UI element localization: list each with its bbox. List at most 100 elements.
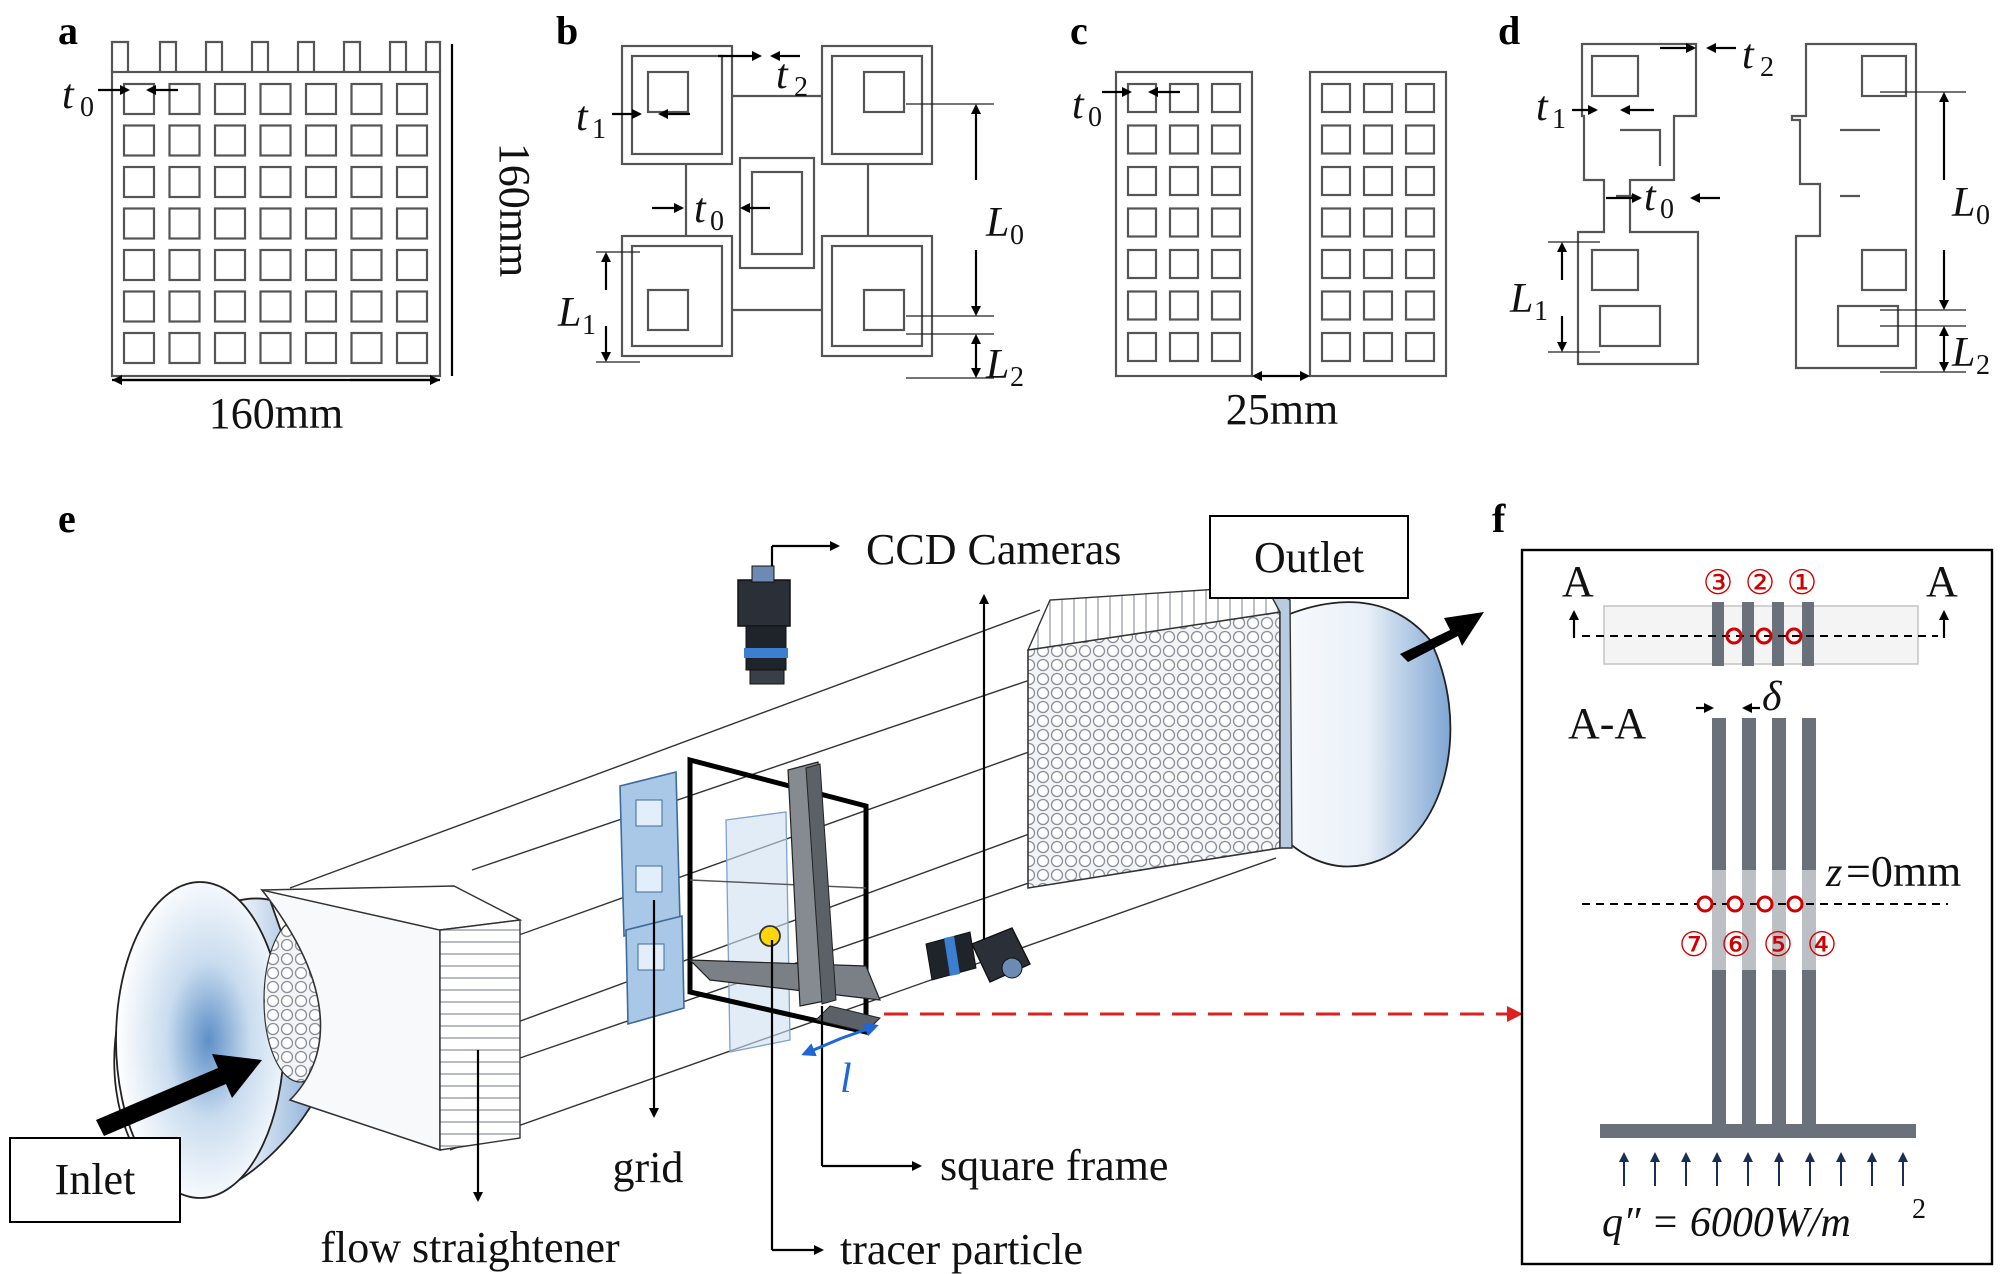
panel-d-t1-label: t bbox=[1536, 84, 1549, 130]
panel-d: d t 2 t 1 t bbox=[1498, 8, 1990, 381]
panel-b-t1-sub: 1 bbox=[592, 114, 606, 145]
point-3-label: ③ bbox=[1703, 563, 1733, 603]
grid-cell bbox=[1210, 165, 1242, 197]
section-marker-left: A bbox=[1562, 557, 1594, 606]
panel-d-L1-label: L bbox=[1509, 276, 1533, 322]
grid-cell bbox=[1126, 248, 1158, 280]
grid-cell bbox=[1362, 207, 1394, 238]
heat-flux-arrows bbox=[1619, 1152, 1908, 1186]
panel-b-L1-dim: L 1 bbox=[557, 251, 640, 363]
grid-cell bbox=[1404, 207, 1436, 238]
panel-a-width-label: 160mm bbox=[209, 389, 343, 438]
grid-cell bbox=[168, 207, 201, 240]
grid-label-group: grid bbox=[613, 900, 684, 1192]
grid-cell bbox=[1210, 248, 1242, 280]
panel-b-t1-dim: t 1 bbox=[576, 94, 690, 145]
grid-cell bbox=[1126, 165, 1158, 197]
grid-cell bbox=[1362, 290, 1394, 321]
panel-c-letter: c bbox=[1070, 8, 1088, 53]
grid-cell bbox=[122, 165, 156, 199]
outlet-label: Outlet bbox=[1254, 533, 1364, 582]
panel-d-t2-dim: t 2 bbox=[1660, 32, 1774, 83]
tracer-particle-label-group: tracer particle bbox=[770, 940, 1083, 1274]
grid-cell bbox=[1320, 248, 1352, 280]
grid-cell bbox=[1210, 207, 1242, 238]
grid-cell bbox=[259, 248, 292, 282]
grid-cell bbox=[122, 248, 156, 282]
inlet-bell bbox=[113, 881, 337, 1199]
ccd-camera-top bbox=[737, 565, 791, 685]
outlet-label-box: Outlet bbox=[1209, 515, 1409, 599]
l-label: l bbox=[840, 1056, 852, 1102]
panel-b-split-grid bbox=[620, 44, 934, 358]
grid-cell bbox=[395, 207, 429, 240]
z-label: z bbox=[1825, 850, 1842, 896]
grid-cell bbox=[1168, 248, 1200, 280]
grid-cell bbox=[304, 248, 338, 282]
panel-d-letter: d bbox=[1498, 8, 1520, 53]
grid-label: grid bbox=[613, 1143, 684, 1192]
l-dimension: l bbox=[801, 1023, 879, 1102]
panel-a-t0-sub: 0 bbox=[80, 92, 94, 123]
ccd-camera-side bbox=[925, 927, 1031, 983]
panel-b-t0-sub: 0 bbox=[710, 206, 724, 237]
panel-a-t0-label: t bbox=[62, 72, 75, 118]
panel-a-height-label: 160mm bbox=[490, 143, 539, 277]
grid-assembly bbox=[619, 770, 791, 1053]
panel-d-left-half bbox=[1576, 42, 1700, 366]
panel-b-t2-label: t bbox=[776, 52, 789, 98]
panel-b-letter: b bbox=[556, 8, 578, 53]
point-1-label: ① bbox=[1787, 563, 1817, 603]
panel-c-gap-dim: 25mm bbox=[1226, 371, 1338, 434]
grid-cell bbox=[350, 82, 383, 116]
grid-cell bbox=[304, 331, 338, 365]
panel-d-L2-label: L bbox=[1951, 330, 1975, 376]
panel-b-t2-sub: 2 bbox=[794, 72, 808, 103]
grid-cell bbox=[259, 331, 292, 365]
grid-cell bbox=[213, 290, 247, 323]
grid-cell bbox=[259, 82, 292, 116]
grid-cell bbox=[395, 290, 429, 323]
panel-b-L1-sub: 1 bbox=[582, 310, 596, 341]
grid-cell bbox=[1126, 82, 1158, 114]
panel-d-t0-label: t bbox=[1644, 174, 1657, 220]
panel-e-letter: e bbox=[58, 496, 76, 541]
ccd-cameras-label-group: CCD Cameras bbox=[770, 525, 1121, 940]
grid-cell bbox=[1126, 331, 1158, 363]
panel-c-t0-label: t bbox=[1072, 82, 1085, 128]
panel-f-letter: f bbox=[1492, 496, 1506, 541]
grid-cell bbox=[168, 124, 201, 157]
grid-cell bbox=[168, 165, 201, 199]
grid-cell bbox=[350, 124, 383, 157]
section-marker-right: A bbox=[1926, 557, 1958, 606]
grid-cell bbox=[1320, 124, 1352, 155]
panel-b-L0-label: L bbox=[985, 200, 1009, 246]
panel-b-t1-label: t bbox=[576, 94, 589, 140]
panel-c-t0-sub: 0 bbox=[1088, 102, 1102, 133]
grid-cell bbox=[304, 124, 338, 157]
tracer-particle-dot bbox=[759, 925, 781, 947]
panel-b-L2-label: L bbox=[985, 342, 1009, 388]
grid-cell bbox=[259, 290, 292, 323]
panel-d-L2-dim: L 2 bbox=[1880, 325, 1990, 381]
grid-cell bbox=[168, 331, 201, 365]
square-frame-label: square frame bbox=[940, 1141, 1168, 1190]
grid-cell bbox=[1404, 165, 1436, 197]
panel-a-t0-dim: t 0 bbox=[62, 72, 178, 123]
panel-a-full-grid bbox=[110, 40, 442, 378]
grid-cell bbox=[1404, 331, 1436, 363]
flow-straightener-label-group: flow straightener bbox=[320, 1050, 620, 1272]
panel-d-t1-sub: 1 bbox=[1552, 104, 1566, 135]
grid-cell bbox=[213, 331, 247, 365]
panel-b-L2-dim: L 2 bbox=[906, 333, 1024, 393]
panel-b-L0-dim: L 0 bbox=[906, 103, 1024, 317]
grid-cell bbox=[395, 165, 429, 199]
grid-cell bbox=[1168, 124, 1200, 155]
grid-cell bbox=[1320, 82, 1352, 114]
panel-b-L2-sub: 2 bbox=[1010, 362, 1024, 393]
grid-cell bbox=[1362, 165, 1394, 197]
panel-b-L0-sub: 0 bbox=[1010, 220, 1024, 251]
panel-d-L2-sub: 2 bbox=[1976, 350, 1990, 381]
panel-c-left-half bbox=[1114, 70, 1254, 378]
heat-flux-label: q″ = 6000W/m bbox=[1602, 1200, 1851, 1246]
